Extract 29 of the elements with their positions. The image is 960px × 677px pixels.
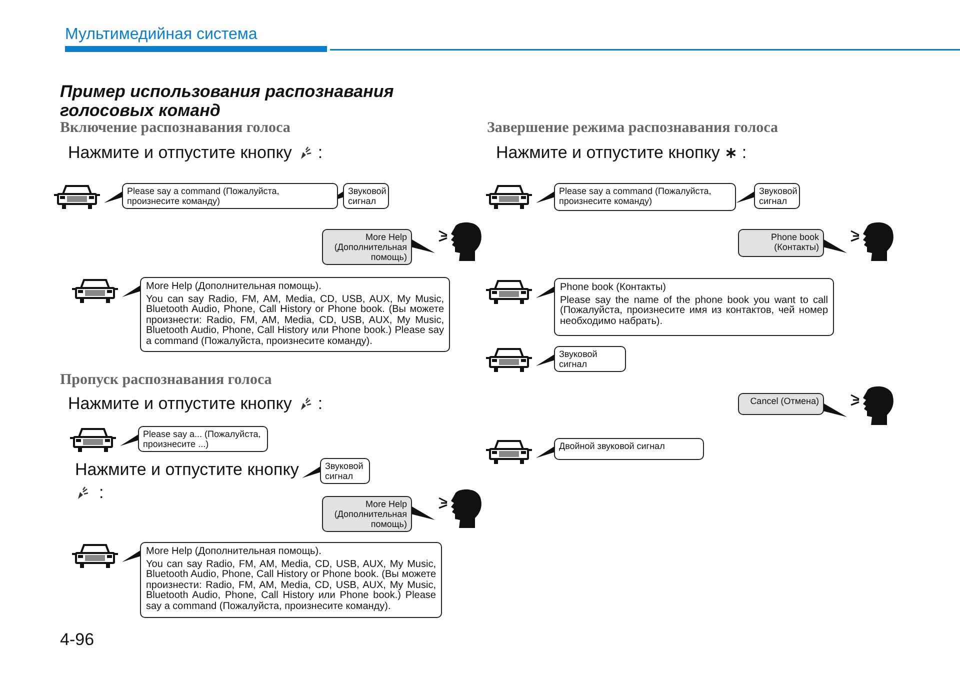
speech-bubble: Please say a... (Пожалуйста, произнесите ...): [138, 426, 268, 452]
colon-text: :: [99, 483, 104, 503]
speech-bubble: Звуковой сигнал: [554, 346, 626, 372]
speech-bubble: More Help (Дополнительная помощь). You can say Radio, FM, AM, Media, CD, USB, AUX, My Music, Bluetooth Audio, Phone, Call History or Phone book. (Вы можете произнести: Radio, FM, AM, Media, CD, USB, AUX, My Music, Bluetooth Audio, Phone, Call History или Phone book.) Please say a command (Пожалуйста, произнесите команду).: [140, 542, 442, 618]
speech-bubble: Please say a command (Пожалуйста, произнесите команду): [122, 183, 338, 209]
speech-bubble: Звуковой сигнал: [754, 183, 800, 209]
section-heading: Включение распознавания голоса: [60, 120, 290, 137]
speech-bubble: Звуковой сигнал: [320, 458, 370, 484]
header-text: Мультимедийная система: [65, 26, 258, 44]
speech-bubble: Звуковой сигнал: [343, 183, 389, 209]
instruction-text: Нажмите и отпустите кнопку: [68, 143, 292, 163]
speech-bubble: More Help (Дополнительная помощь): [322, 229, 412, 265]
speech-bubble: Please say a command (Пожалуйста, произнесите команду): [554, 183, 736, 211]
page-number: 4-96: [60, 630, 94, 650]
speech-bubble: Phone book (Контакты): [738, 229, 824, 257]
section-title: Пример использования распознавания голосовых команд: [60, 82, 395, 120]
section-heading: Пропуск распознавания голоса: [60, 372, 272, 389]
speech-bubble: More Help (Дополнительная помощь). You can say Radio, FM, AM, Media, CD, USB, AUX, My Music, Bluetooth Audio, Phone, Call History or Phone book. (Вы можете произнести: Radio, FM, AM, Media, CD, USB, AUX, My Music, Bluetooth Audio, Phone, Call History или Phone book.) Please say a command (Пожалуйста, произнесите команду).: [140, 277, 450, 352]
section-heading: Завершение режима распознавания голоса: [487, 120, 778, 137]
colon-text: :: [742, 143, 747, 163]
colon-text: :: [318, 394, 323, 414]
instruction-text: Нажмите и отпустите кнопку: [75, 460, 299, 480]
instruction-text: Нажмите и отпустите кнопку: [496, 143, 720, 163]
speech-bubble: More Help (Дополнительная помощь): [322, 496, 412, 532]
colon-text: :: [318, 143, 323, 163]
speech-bubble: Cancel (Отмена): [738, 393, 824, 415]
instruction-text: Нажмите и отпустите кнопку: [68, 394, 292, 414]
speech-bubble: Двойной звуковой сигнал: [554, 438, 704, 460]
speech-bubble: Phone book (Контакты) Please say the name of the phone book you want to call (Пожалуйста, произнесите имя из контактов, чей номер необходимо набрать).: [554, 278, 834, 336]
